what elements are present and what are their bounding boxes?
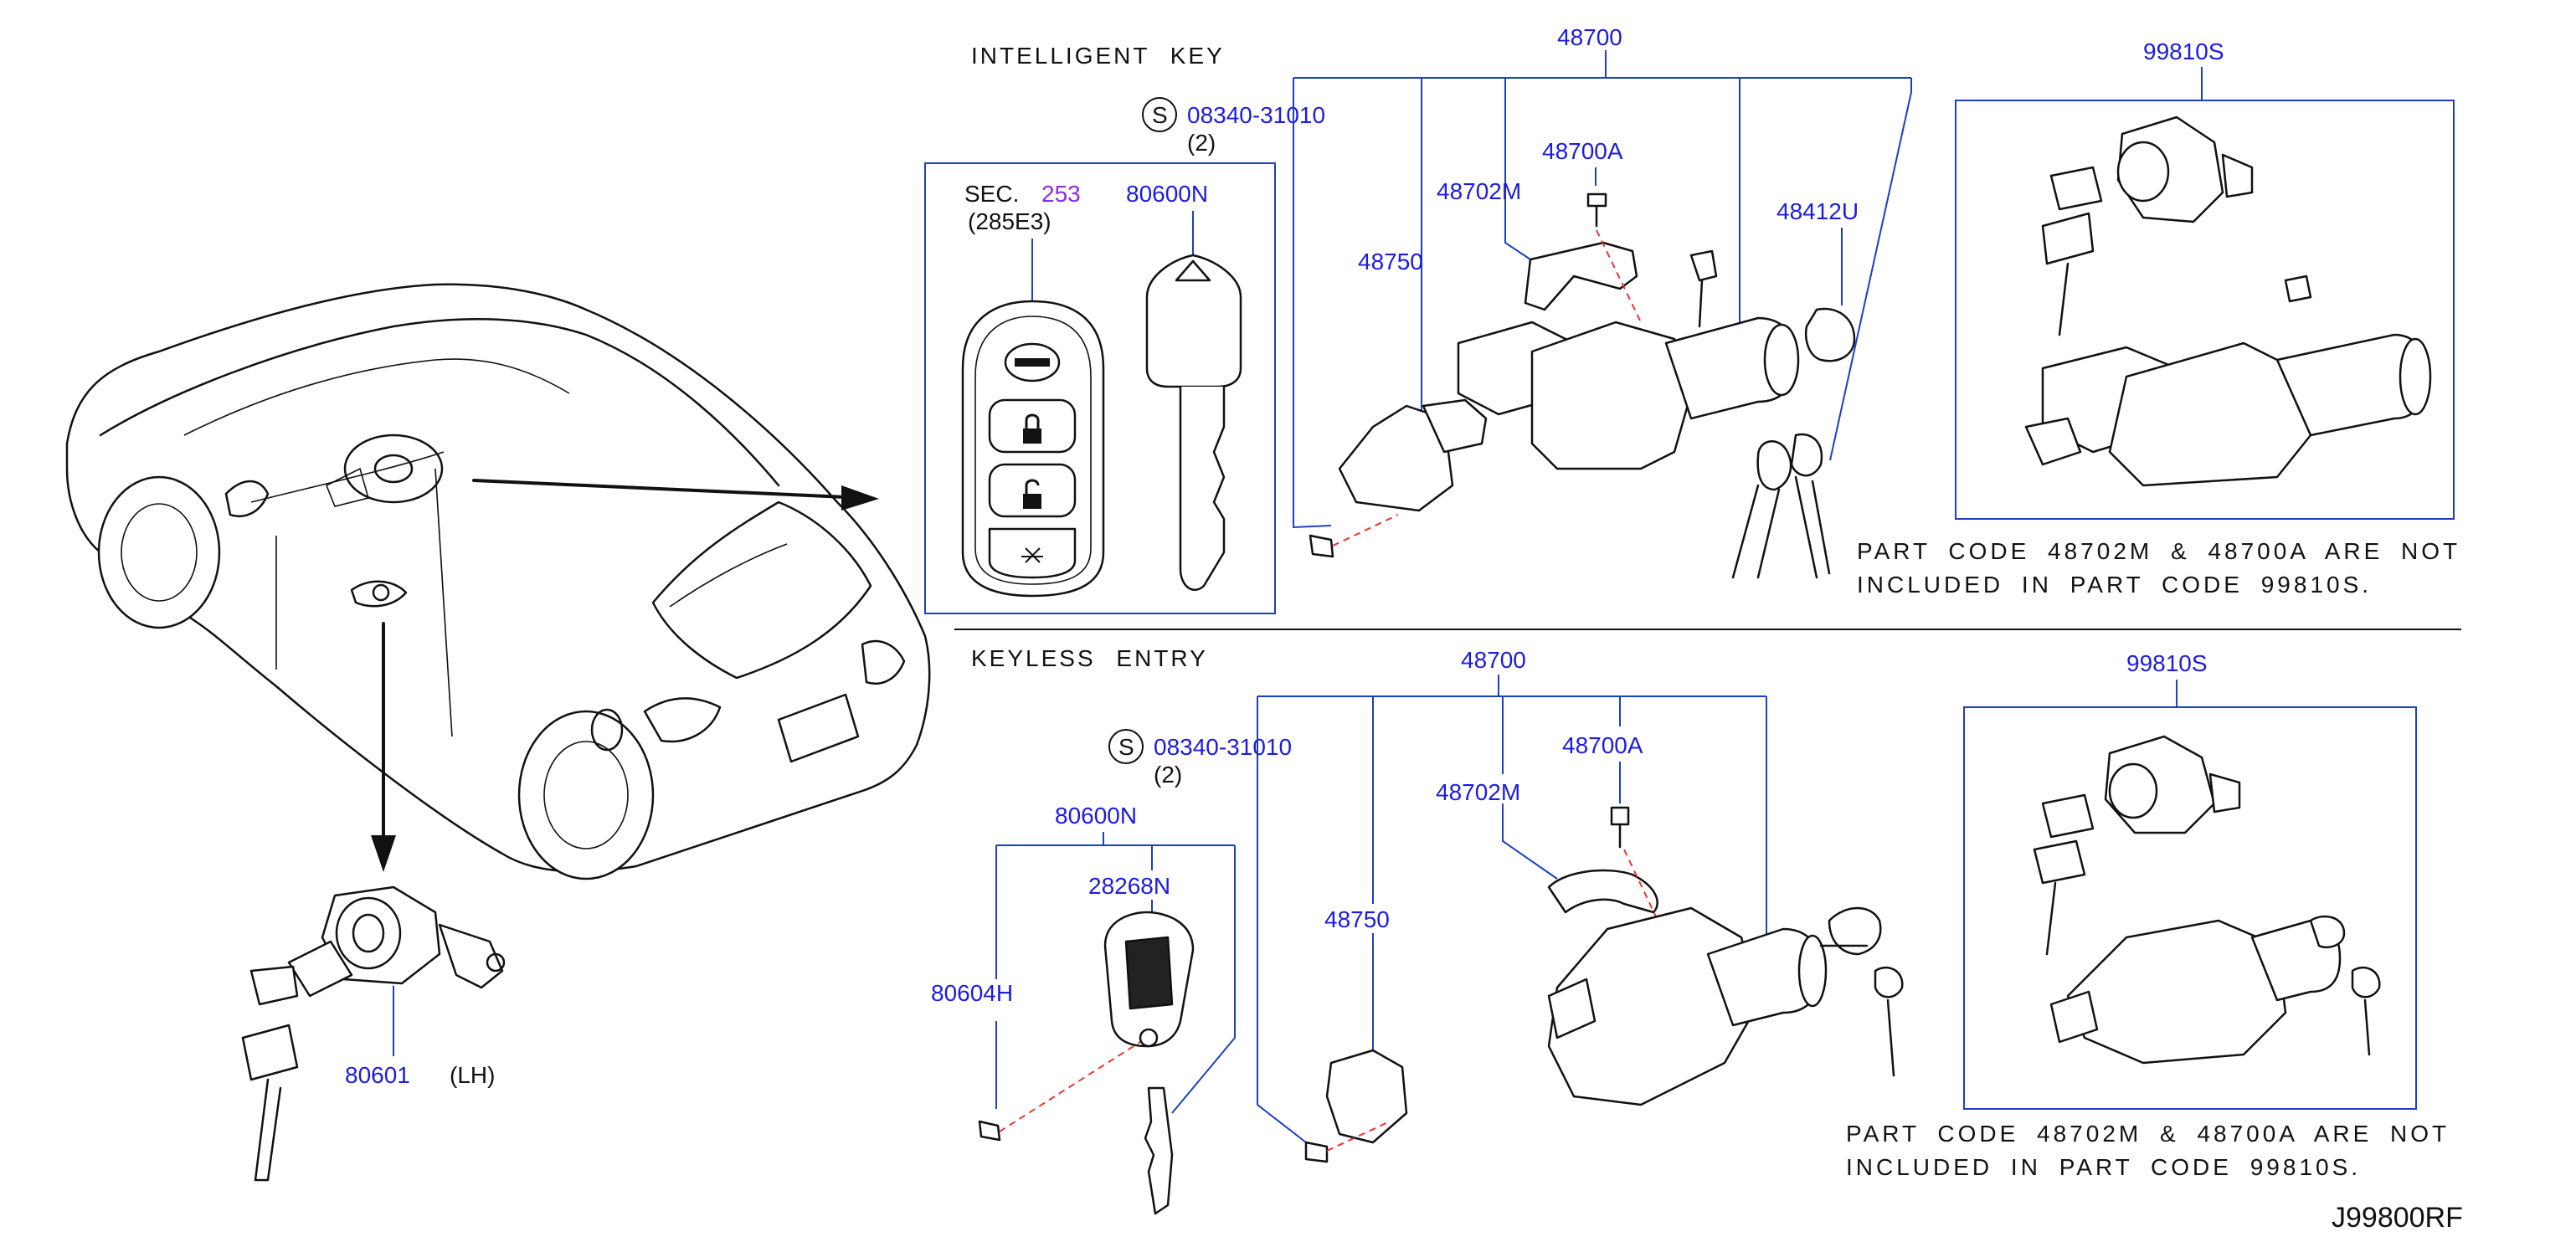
intelligent-key-title: INTELLIGENT KEY [971, 43, 1225, 69]
door-lock-cylinder-drawing [241, 885, 506, 1182]
intelligent-key-blank-part: 80600N [1126, 181, 1208, 207]
set-part-number: 99810S [2143, 38, 2224, 64]
intelligent-key-fob-drawing [961, 300, 1105, 598]
diagram-number: J99800RF [2332, 1202, 2463, 1234]
screw-part-number-2: 08340-31010 [1154, 734, 1292, 760]
cylinder-part-number: 48750 [1358, 249, 1423, 275]
keyless-ignition-switch-drawing [1304, 806, 1904, 1163]
vehicle-illustration [65, 283, 931, 880]
keyless-set-assembly-drawing [2033, 735, 2381, 1065]
keyless-cylinder-part-number: 48750 [1324, 906, 1390, 932]
intelligent-key-section: INTELLIGENT KEY S 08340-31010 (2) SEC. 2… [924, 24, 2460, 614]
screw-quantity-2: (2) [1154, 762, 1182, 788]
door-lock-side: (LH) [450, 1062, 495, 1088]
note-line-1: PART CODE 48702M & 48700A ARE NOT [1857, 538, 2460, 564]
screw-symbol: S [1152, 102, 1168, 128]
clamp-part-number: 48702M [1437, 178, 1521, 204]
knob-part-number: 48412U [1776, 198, 1859, 224]
keyless-key-drawing [978, 911, 1195, 1215]
keyless-set-part-number: 99810S [2126, 650, 2208, 676]
screw-quantity: (2) [1187, 130, 1216, 156]
keyless-screw-part-number: 80604H [931, 980, 1013, 1006]
set-box [1955, 100, 2455, 520]
ignition-switch-drawing [1309, 192, 1856, 579]
screw-part-number: 08340-31010 [1187, 102, 1325, 128]
keyless-kit-part-number: 48700 [1461, 647, 1526, 673]
note-line-2: INCLUDED IN PART CODE 99810S. [1857, 572, 2372, 598]
screw-symbol-2: S [1118, 734, 1134, 760]
screw-symbol-circle-2 [1108, 729, 1144, 764]
transmitter-part-number: 28268N [1088, 873, 1170, 899]
intelligent-key-box [924, 162, 1276, 614]
sec-label: SEC. [964, 181, 1019, 207]
bolt-part-number: 48700A [1542, 138, 1623, 164]
screw-symbol-circle [1142, 97, 1177, 132]
door-lock-part-number: 80601 [345, 1062, 410, 1088]
keyless-note-line-2: INCLUDED IN PART CODE 99810S. [1846, 1154, 2361, 1180]
intelligent-key-blade-drawing [1145, 254, 1242, 591]
keyless-entry-section: KEYLESS ENTRY S 08340-31010 (2) 80600N 2… [931, 645, 2450, 1215]
keyless-note-line-1: PART CODE 48702M & 48700A ARE NOT [1846, 1121, 2450, 1147]
arrow-down-icon [371, 835, 396, 872]
keyless-set-box [1963, 706, 2417, 1110]
ignition-location-icon [325, 434, 444, 507]
sec-number: 253 [1041, 181, 1081, 207]
keyless-bolt-part-number: 48700A [1562, 732, 1643, 758]
keyless-clamp-part-number: 48702M [1436, 779, 1520, 805]
kit-part-number: 48700 [1557, 24, 1622, 50]
arrow-right-icon [841, 485, 879, 511]
keyless-key-blank-part: 80600N [1055, 803, 1137, 829]
set-assembly-drawing [2024, 115, 2432, 487]
sec-ref: (285E3) [968, 208, 1051, 234]
door-lock-location-icon [350, 580, 408, 608]
keyless-entry-title: KEYLESS ENTRY [971, 645, 1208, 671]
